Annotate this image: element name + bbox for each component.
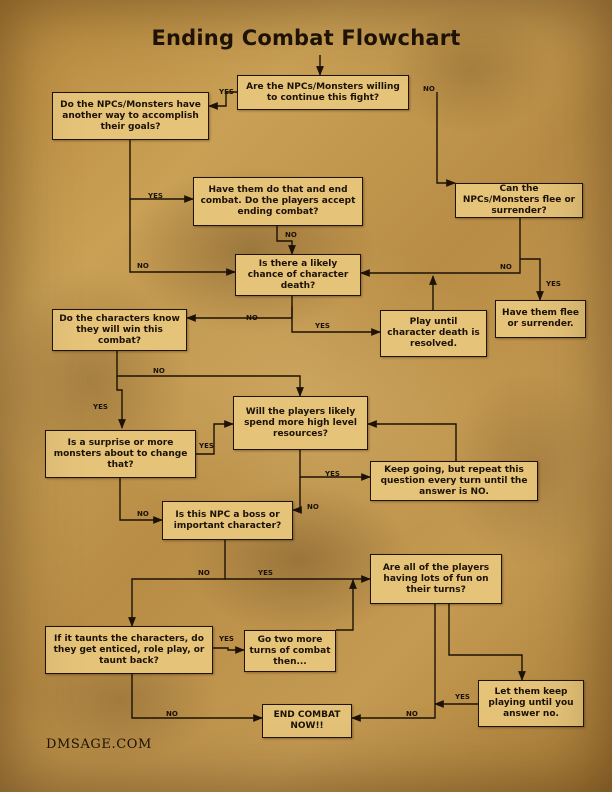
label-no-accept: NO: [285, 231, 297, 239]
label-no-death: NO: [246, 314, 258, 322]
label-yes-boss: YES: [258, 569, 273, 577]
box-have-them-do-that: Have them do that and end combat. Do the…: [193, 177, 363, 226]
box-taunts: If it taunts the characters, do they get…: [45, 626, 213, 674]
box-willing-to-continue: Are the NPCs/Monsters willing to continu…: [237, 75, 409, 110]
box-two-more-turns: Go two more turns of combat then...: [244, 630, 336, 672]
label-no-fun: NO: [406, 710, 418, 718]
arrow-flee-to-haveflee: [520, 258, 544, 301]
label-no-flee: NO: [500, 263, 512, 271]
label-no-willing: NO: [423, 85, 435, 93]
box-play-until-death: Play until character death is resolved.: [380, 310, 487, 357]
box-boss: Is this NPC a boss or important characte…: [162, 501, 293, 540]
arrow-willing-to-flee: [436, 92, 456, 187]
label-no-taunts: NO: [166, 710, 178, 718]
arrow-willing-to-another: [208, 91, 237, 110]
label-yes-surprise: YES: [199, 442, 214, 450]
label-yes-taunts: YES: [219, 635, 234, 643]
arrow-resources-to-boss: [292, 477, 302, 514]
arrow-death-to-know: [186, 306, 293, 322]
arrow-flee-to-death: [360, 218, 521, 277]
arrow-death-to-play: [291, 296, 381, 336]
arrow-boss-to-fun: [224, 540, 371, 583]
arrow-keep-to-resources: [367, 420, 457, 461]
box-know-win: Do the characters know they will win thi…: [52, 309, 187, 351]
arrow-taunts-to-end: [131, 674, 263, 722]
arrow-fun-to-letthem: [448, 584, 526, 681]
label-no-resources: NO: [307, 503, 319, 511]
box-having-fun: Are all of the players having lots of fu…: [370, 554, 502, 604]
arrow-know-to-surprise: [116, 376, 126, 429]
label-yes-fun: YES: [455, 693, 470, 701]
arrow-surprise-to-resources: [196, 420, 234, 455]
label-yes-death: YES: [315, 322, 330, 330]
arrow-know-to-resources: [116, 351, 304, 397]
box-end-combat: END COMBAT NOW!!: [262, 704, 352, 738]
box-flee-or-surrender: Can the NPCs/Monsters flee or surrender?: [455, 183, 583, 218]
box-have-them-flee: Have them flee or surrender.: [495, 300, 586, 338]
label-no-another-way: NO: [137, 262, 149, 270]
box-keep-going: Keep going, but repeat this question eve…: [370, 461, 538, 501]
label-yes-know-win: YES: [93, 403, 108, 411]
box-spend-resources: Will the players likely spend more high …: [233, 396, 368, 450]
label-yes-flee: YES: [546, 280, 561, 288]
arrow-two-to-fun: [336, 579, 357, 631]
footer-brand: DMSAGE.COM: [46, 737, 152, 752]
label-yes-resources: YES: [325, 470, 340, 478]
arrow-havethem-to-death: [276, 226, 296, 255]
arrow-taunts-to-two: [213, 646, 245, 654]
label-no-boss: NO: [198, 569, 210, 577]
arrow-surprise-to-boss: [119, 478, 163, 524]
box-another-way: Do the NPCs/Monsters have another way to…: [52, 92, 209, 140]
box-death-chance: Is there a likely chance of character de…: [235, 254, 361, 296]
box-let-them-keep-playing: Let them keep playing until you answer n…: [478, 680, 584, 727]
arrow-fun-to-end: [351, 604, 436, 722]
label-no-surprise: NO: [137, 510, 149, 518]
box-surprise: Is a surprise or more monsters about to …: [45, 430, 196, 478]
arrow-another-to-havethem: [129, 140, 194, 203]
arrow-boss-to-taunts: [128, 578, 225, 627]
label-yes-another-way: YES: [219, 88, 234, 96]
label-no-know-win: NO: [153, 367, 165, 375]
page-title: Ending Combat Flowchart: [151, 26, 461, 50]
arrow-another-to-death: [129, 199, 236, 276]
label-yes-have-them: YES: [148, 192, 163, 200]
